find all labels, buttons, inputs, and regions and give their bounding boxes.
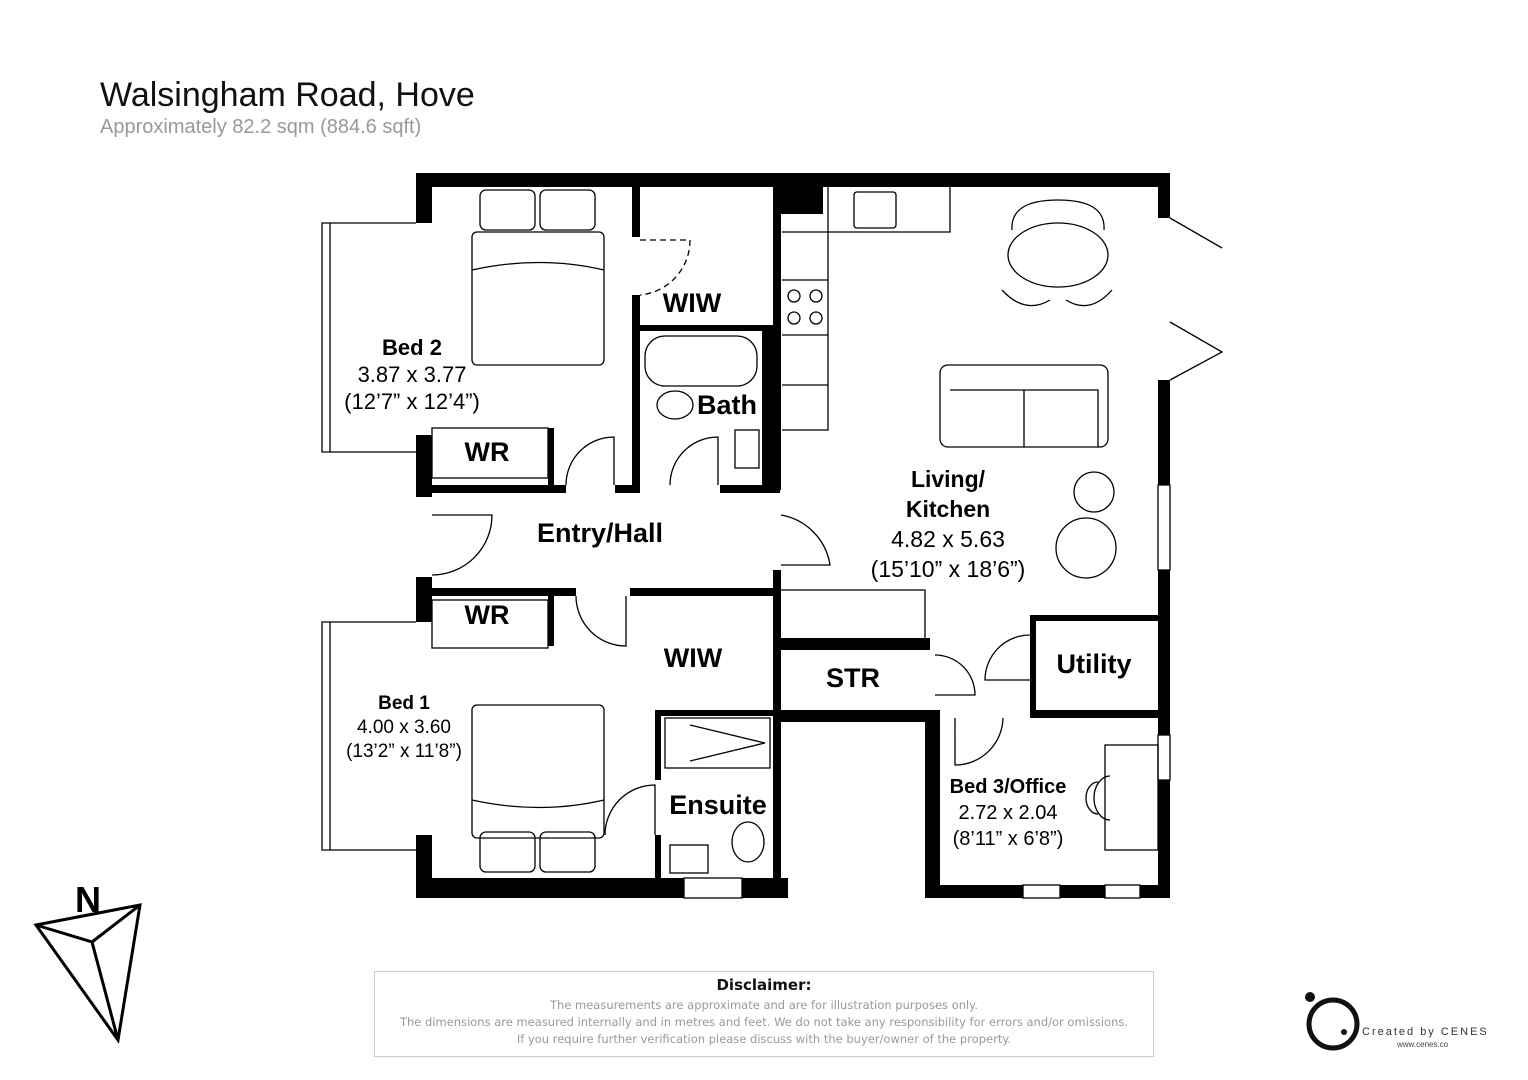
room-name: Bed 1 — [378, 693, 430, 714]
counter-lower — [781, 589, 926, 638]
shower — [664, 717, 771, 769]
logo-text: Created by CENES — [1362, 1026, 1489, 1038]
room-imperial: (8’11” x 6’8”) — [952, 828, 1064, 850]
disclaimer-line: The measurements are approximate and are… — [549, 998, 979, 1012]
disclaimer-line: If you require further verification plea… — [516, 1032, 1012, 1046]
window-ensuite — [683, 877, 743, 899]
door-utility — [984, 634, 1031, 681]
wardrobe-top — [431, 427, 549, 479]
room-name-1: Living/ — [910, 466, 986, 492]
compass-n: N — [75, 879, 101, 920]
room-name: Bed 2 — [382, 335, 442, 360]
room-entry-hall: Entry/Hall — [536, 518, 664, 548]
disclaimer-line: The dimensions are measured internally a… — [399, 1015, 1129, 1029]
page-title: Walsingham Road, Hove — [100, 76, 475, 114]
room-wr-top: WR — [464, 437, 510, 467]
walls — [416, 173, 1170, 898]
bed-1-bed — [471, 704, 605, 839]
room-wiw-bottom: WIW — [663, 643, 723, 673]
room-bed3-office: Bed 3/Office 2.72 x 2.04 (8’11” x 6’8”) — [950, 774, 1067, 852]
room-living-kitchen: Living/ Kitchen 4.82 x 5.63 (15’10” x 18… — [871, 464, 1026, 584]
room-metric: 2.72 x 2.04 — [958, 802, 1058, 824]
sink — [853, 191, 897, 229]
room-wr-bottom: WR — [464, 600, 510, 630]
room-metric: 4.00 x 3.60 — [356, 717, 452, 738]
room-ensuite: Ensuite — [669, 790, 767, 820]
door-str — [934, 654, 976, 696]
door-bed3 — [954, 717, 1004, 766]
logo-url: www.cenes.co — [1397, 1040, 1449, 1049]
room-imperial: (15’10” x 18’6”) — [870, 556, 1026, 582]
toilet-ensuite — [731, 821, 765, 863]
room-metric: 3.87 x 3.77 — [357, 362, 467, 387]
area-subtitle: Approximately 82.2 sqm (884.6 sqft) — [100, 116, 422, 138]
door-bed2 — [565, 436, 615, 486]
patio-doors — [1169, 217, 1224, 381]
room-name-2: Kitchen — [905, 496, 991, 522]
toilet-bath — [656, 390, 694, 420]
bed2-balcony — [321, 222, 416, 453]
wardrobe-bottom — [431, 599, 549, 649]
window-bed3 — [1157, 734, 1171, 781]
door-ensuite — [604, 784, 656, 836]
room-bed1: Bed 1 4.00 x 3.60 (13’2” x 11’8”) — [346, 692, 462, 764]
room-utility: Utility — [1056, 649, 1132, 679]
bed-2-bed — [471, 231, 605, 366]
logo-mark — [1305, 992, 1360, 1051]
door-wiw — [639, 239, 691, 296]
compass-north-arrow — [33, 903, 142, 1044]
basin-ensuite — [669, 844, 709, 874]
window-living — [1157, 484, 1171, 571]
room-imperial: (13’2” x 11’8”) — [346, 741, 462, 762]
room-metric: 4.82 x 5.63 — [891, 526, 1005, 552]
disclaimer-title: Disclaimer: — [716, 976, 812, 994]
room-wiw-top: WIW — [662, 288, 722, 318]
basin-bath — [734, 429, 760, 469]
bed1-balcony — [321, 621, 416, 851]
room-bed2: Bed 2 3.87 x 3.77 (12’7” x 12’4”) — [344, 334, 480, 415]
bathtub — [644, 335, 758, 387]
disclaimer-box: Disclaimer: The measurements are approxi… — [374, 971, 1154, 1057]
dining-table — [1007, 222, 1109, 288]
kitchen-counter — [782, 187, 951, 431]
room-bath: Bath — [697, 390, 757, 420]
round-table — [1055, 517, 1117, 579]
door-entry — [431, 514, 493, 576]
door-bed1 — [575, 595, 627, 647]
door-living — [780, 514, 831, 566]
room-str: STR — [826, 663, 880, 693]
side-table — [1073, 471, 1115, 513]
desk — [1104, 744, 1159, 851]
room-imperial: (12’7” x 12’4”) — [344, 389, 480, 414]
door-bath — [669, 436, 719, 486]
room-name: Bed 3/Office — [949, 776, 1067, 798]
